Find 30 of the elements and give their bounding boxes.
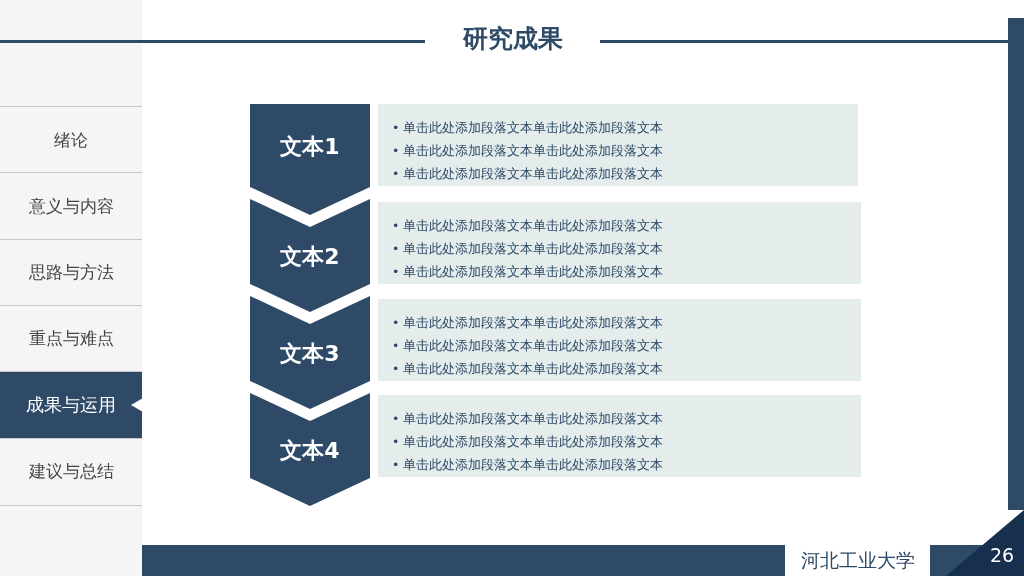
bullet-text: • 单击此处添加段落文本单击此处添加段落文本 (392, 314, 665, 332)
menu-label: 建议与总结 (28, 460, 114, 483)
step-label: 文本1 (280, 133, 340, 159)
active-menu-band (0, 372, 142, 439)
bullet-text: • 单击此处添加段落文本单击此处添加段落文本 (392, 142, 665, 160)
text-panel (378, 395, 861, 477)
bullet-text: • 单击此处添加段落文本单击此处添加段落文本 (392, 263, 665, 281)
university-name: 河北工业大学 (800, 548, 916, 573)
bullet-text: • 单击此处添加段落文本单击此处添加段落文本 (392, 360, 665, 378)
menu-label: 成果与运用 (26, 393, 116, 418)
text-panel (378, 202, 861, 284)
bullet-text: • 单击此处添加段落文本单击此处添加段落文本 (392, 410, 665, 428)
menu-label: 思路与方法 (28, 261, 114, 285)
step-label: 文本2 (280, 243, 340, 269)
menu-label: 绪论 (54, 128, 88, 152)
bullet-text: • 单击此处添加段落文本单击此处添加段落文本 (392, 165, 665, 183)
bullet-text: • 单击此处添加段落文本单击此处添加段落文本 (392, 456, 665, 474)
menu-label: 重点与难点 (28, 327, 114, 351)
bullet-text: • 单击此处添加段落文本单击此处添加段落文本 (392, 217, 665, 235)
slide-title: 研究成果 (461, 23, 564, 55)
step-label: 文本4 (280, 437, 340, 463)
bullet-text: • 单击此处添加段落文本单击此处添加段落文本 (392, 433, 665, 451)
bullet-text: • 单击此处添加段落文本单击此处添加段落文本 (392, 240, 665, 258)
step-label: 文本3 (280, 340, 340, 366)
bullet-text: • 单击此处添加段落文本单击此处添加段落文本 (392, 337, 665, 355)
page-number: 26 (988, 544, 1016, 566)
text-panel (378, 104, 858, 186)
menu-label: 意义与内容 (28, 194, 114, 218)
bullet-text: • 单击此处添加段落文本单击此处添加段落文本 (392, 119, 665, 137)
text-panel (378, 299, 861, 381)
